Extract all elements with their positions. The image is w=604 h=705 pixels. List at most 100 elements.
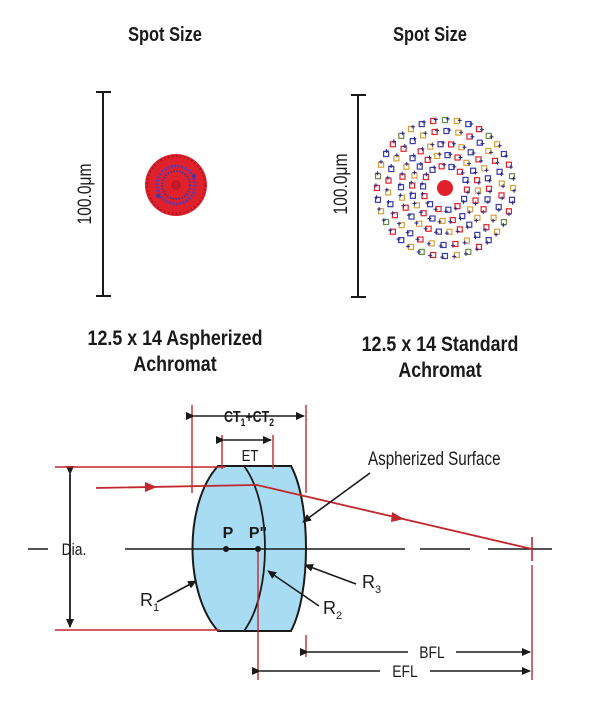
marginal-ray [95, 484, 533, 550]
spot-cross [501, 184, 506, 189]
right-scale-bar [351, 94, 366, 298]
spot-cross [437, 219, 442, 224]
spot-cross [438, 244, 443, 248]
spot-cross [412, 136, 417, 141]
aspherized-surface-label: Aspherized Surface [368, 447, 501, 469]
spot-cross [471, 151, 476, 155]
spot-cross [452, 141, 456, 146]
spot-point [420, 132, 427, 139]
spot-cross [374, 195, 379, 200]
spot-cross [447, 128, 452, 132]
spot-cross [501, 223, 506, 227]
spot-cross [457, 118, 462, 123]
spot-point [407, 230, 414, 237]
spot-point [373, 184, 381, 192]
spot-point [485, 185, 493, 192]
spot-cross [434, 230, 438, 235]
spot-cross [435, 128, 440, 133]
spot-point [443, 127, 450, 135]
spot-cross [379, 159, 383, 164]
spot-cross [390, 211, 395, 216]
spot-point [494, 228, 501, 235]
et-label: ET [242, 448, 259, 465]
spot-point [400, 145, 407, 152]
spot-point [441, 116, 449, 124]
p2-label: P" [249, 525, 267, 542]
spot-cross [441, 140, 446, 145]
spot-cross [420, 181, 425, 186]
spot-cross [476, 180, 481, 185]
spot-cross [400, 171, 405, 176]
spot-point [463, 186, 470, 193]
spot-point [509, 184, 517, 192]
spot-cross [418, 161, 423, 166]
spot-cross [511, 176, 516, 181]
efl-label: EFL [392, 663, 418, 682]
spot-point [440, 241, 447, 249]
spot-point [397, 184, 405, 191]
spot-cross [398, 182, 402, 187]
spot-point [463, 237, 470, 244]
spot-cross [428, 253, 433, 258]
spot-cross [389, 164, 394, 168]
spot-point [430, 251, 437, 259]
spot-cross [422, 120, 426, 125]
spot-cross [414, 221, 419, 225]
spot-cross [432, 165, 437, 170]
spot-cross [453, 206, 458, 211]
spot-cross [485, 200, 490, 205]
spot-cross [427, 216, 432, 221]
left-spot-size-title: Spot Size [128, 24, 202, 46]
spot-cross [499, 172, 504, 177]
spot-cross [476, 191, 481, 196]
spot-cross [480, 141, 485, 146]
spot-cross [433, 207, 438, 212]
spot-cross [405, 230, 410, 235]
spot-cross [464, 251, 468, 256]
spot-point [427, 201, 434, 208]
spot-cross [425, 201, 430, 206]
spot-point [463, 159, 470, 166]
spot-point [416, 163, 423, 170]
spot-cross [500, 196, 505, 201]
spot-cross [452, 164, 457, 169]
spot-point [474, 214, 481, 221]
spot-point [385, 177, 392, 184]
spot-cross [433, 117, 438, 122]
r2-label: R2 [323, 598, 342, 622]
spot-cross [462, 240, 467, 245]
spot-cross [402, 144, 407, 148]
spot-cross [479, 158, 484, 163]
spot-point [448, 141, 455, 148]
spot-cross [412, 170, 417, 175]
left-caption-line1: 12.5 x 14 Aspherized [87, 327, 263, 350]
spot-cross [442, 162, 447, 167]
spot-cross [391, 139, 396, 144]
spot-cross [488, 189, 492, 194]
spot-point [483, 224, 490, 231]
dia-label: Dia. [62, 541, 87, 560]
spot-cross [489, 134, 494, 139]
spot-point [389, 141, 396, 148]
spot-cross [467, 210, 472, 215]
spot-point [485, 132, 492, 139]
spot-cross [430, 142, 435, 147]
spot-cross [489, 150, 493, 155]
spot-point [409, 155, 416, 162]
spot-cross [404, 161, 409, 166]
ray-arrow-1 [145, 482, 157, 492]
spot-cross [469, 122, 474, 126]
spot-cross [465, 180, 470, 185]
spot-cross [455, 229, 460, 234]
right-caption-line1: 12.5 x 14 Standard [361, 333, 519, 356]
spot-cross [406, 213, 411, 218]
spot-cross [465, 225, 470, 230]
p-label: P [223, 525, 234, 542]
spot-cross [491, 218, 496, 223]
spot-point [444, 152, 451, 159]
spot-cross [497, 143, 502, 148]
spot-cross [461, 199, 466, 204]
spot-cross [475, 247, 480, 252]
spot-cross [484, 168, 489, 173]
spot-point [374, 173, 382, 180]
